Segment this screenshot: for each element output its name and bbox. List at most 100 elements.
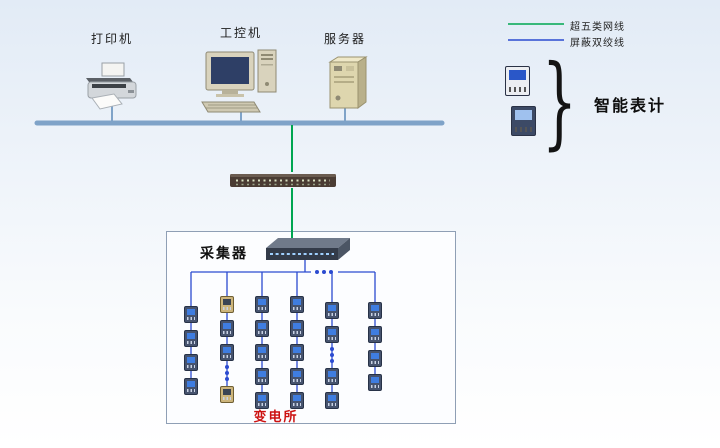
meter-buttons bbox=[293, 331, 301, 334]
meter-icon bbox=[368, 374, 382, 391]
meter-screen bbox=[223, 347, 231, 353]
meter-buttons bbox=[258, 331, 266, 334]
collector-icon bbox=[264, 236, 352, 269]
meter-buttons bbox=[258, 355, 266, 358]
industrial-pc-icon bbox=[198, 48, 284, 119]
meter-buttons bbox=[258, 403, 266, 406]
meter-buttons bbox=[187, 317, 195, 320]
meter-icon bbox=[325, 302, 339, 319]
meter-icon bbox=[290, 368, 304, 385]
meter-screen bbox=[509, 70, 526, 80]
meter-screen bbox=[258, 299, 266, 305]
meter-buttons bbox=[187, 389, 195, 392]
column-ellipsis-dot bbox=[225, 371, 229, 375]
printer-label: 打印机 bbox=[90, 32, 133, 46]
meter-screen bbox=[293, 323, 301, 329]
meter-screen bbox=[258, 395, 266, 401]
switch-icon bbox=[230, 171, 336, 194]
meter-icon bbox=[255, 296, 269, 313]
substation-label: 变电所 bbox=[253, 410, 299, 425]
meter-screen bbox=[328, 305, 336, 311]
meter-screen bbox=[371, 377, 379, 383]
meter-icon bbox=[325, 368, 339, 385]
collector-label: 采集器 bbox=[200, 246, 248, 262]
smart-meter-group-label: 智能表计 bbox=[594, 96, 667, 115]
meter-screen bbox=[187, 309, 195, 315]
brace-icon: } bbox=[542, 43, 577, 160]
column-ellipsis-dot bbox=[330, 347, 334, 351]
meter-screen bbox=[371, 329, 379, 335]
server-label: 服务器 bbox=[323, 32, 366, 46]
meter-buttons bbox=[223, 355, 231, 358]
smart-meter-icon-2 bbox=[511, 106, 536, 136]
meter-icon bbox=[290, 392, 304, 409]
meter-screen bbox=[293, 299, 301, 305]
meter-icon bbox=[290, 320, 304, 337]
horizontal-ellipsis-dot bbox=[322, 270, 326, 274]
meter-buttons bbox=[293, 379, 301, 382]
meter-buttons bbox=[328, 337, 336, 340]
meter-buttons bbox=[509, 87, 526, 92]
meter-icon bbox=[184, 354, 198, 371]
meter-screen bbox=[293, 395, 301, 401]
legend-label-cat5: 超五类网线 bbox=[570, 22, 625, 33]
column-ellipsis-dot bbox=[330, 359, 334, 363]
smart-meter-icon-1 bbox=[505, 66, 530, 96]
meter-buttons bbox=[371, 313, 379, 316]
meter-buttons bbox=[371, 385, 379, 388]
meter-screen bbox=[223, 323, 231, 329]
column-ellipsis-dot bbox=[225, 377, 229, 381]
meter-screen bbox=[258, 371, 266, 377]
meter-buttons bbox=[223, 307, 231, 310]
meter-screen bbox=[223, 389, 231, 395]
meter-icon bbox=[184, 306, 198, 323]
meter-buttons bbox=[328, 379, 336, 382]
meter-icon bbox=[220, 344, 234, 361]
meter-screen bbox=[223, 299, 231, 305]
meter-buttons bbox=[293, 355, 301, 358]
meter-screen bbox=[293, 371, 301, 377]
meter-icon bbox=[255, 320, 269, 337]
meter-screen bbox=[187, 381, 195, 387]
meter-screen bbox=[187, 333, 195, 339]
column-ellipsis-dot bbox=[225, 365, 229, 369]
meter-icon bbox=[325, 326, 339, 343]
meter-buttons bbox=[187, 341, 195, 344]
meter-buttons bbox=[371, 361, 379, 364]
meter-icon bbox=[325, 392, 339, 409]
meter-buttons bbox=[223, 397, 231, 400]
meter-icon bbox=[290, 296, 304, 313]
meter-buttons bbox=[328, 403, 336, 406]
meter-icon bbox=[255, 368, 269, 385]
meter-buttons bbox=[223, 331, 231, 334]
meter-icon bbox=[220, 386, 234, 403]
meter-screen bbox=[258, 323, 266, 329]
meter-icon bbox=[184, 330, 198, 347]
substation-box bbox=[166, 231, 456, 424]
meter-screen bbox=[328, 395, 336, 401]
column-ellipsis-dot bbox=[330, 353, 334, 357]
meter-buttons bbox=[328, 313, 336, 316]
printer-icon bbox=[80, 62, 144, 115]
meter-buttons bbox=[293, 307, 301, 310]
meter-icon bbox=[368, 302, 382, 319]
meter-buttons bbox=[258, 307, 266, 310]
meter-buttons bbox=[371, 337, 379, 340]
meter-icon bbox=[184, 378, 198, 395]
legend-label-stp: 屏蔽双绞线 bbox=[570, 38, 625, 49]
horizontal-ellipsis-dot bbox=[315, 270, 319, 274]
server-icon bbox=[320, 56, 370, 115]
meter-buttons bbox=[515, 127, 532, 132]
meter-screen bbox=[371, 305, 379, 311]
horizontal-ellipsis-dot bbox=[329, 270, 333, 274]
meter-screen bbox=[293, 347, 301, 353]
meter-icon bbox=[368, 350, 382, 367]
industrial-pc-label: 工控机 bbox=[219, 26, 262, 40]
meter-buttons bbox=[258, 379, 266, 382]
meter-screen bbox=[187, 357, 195, 363]
meter-icon bbox=[220, 320, 234, 337]
meter-icon bbox=[290, 344, 304, 361]
